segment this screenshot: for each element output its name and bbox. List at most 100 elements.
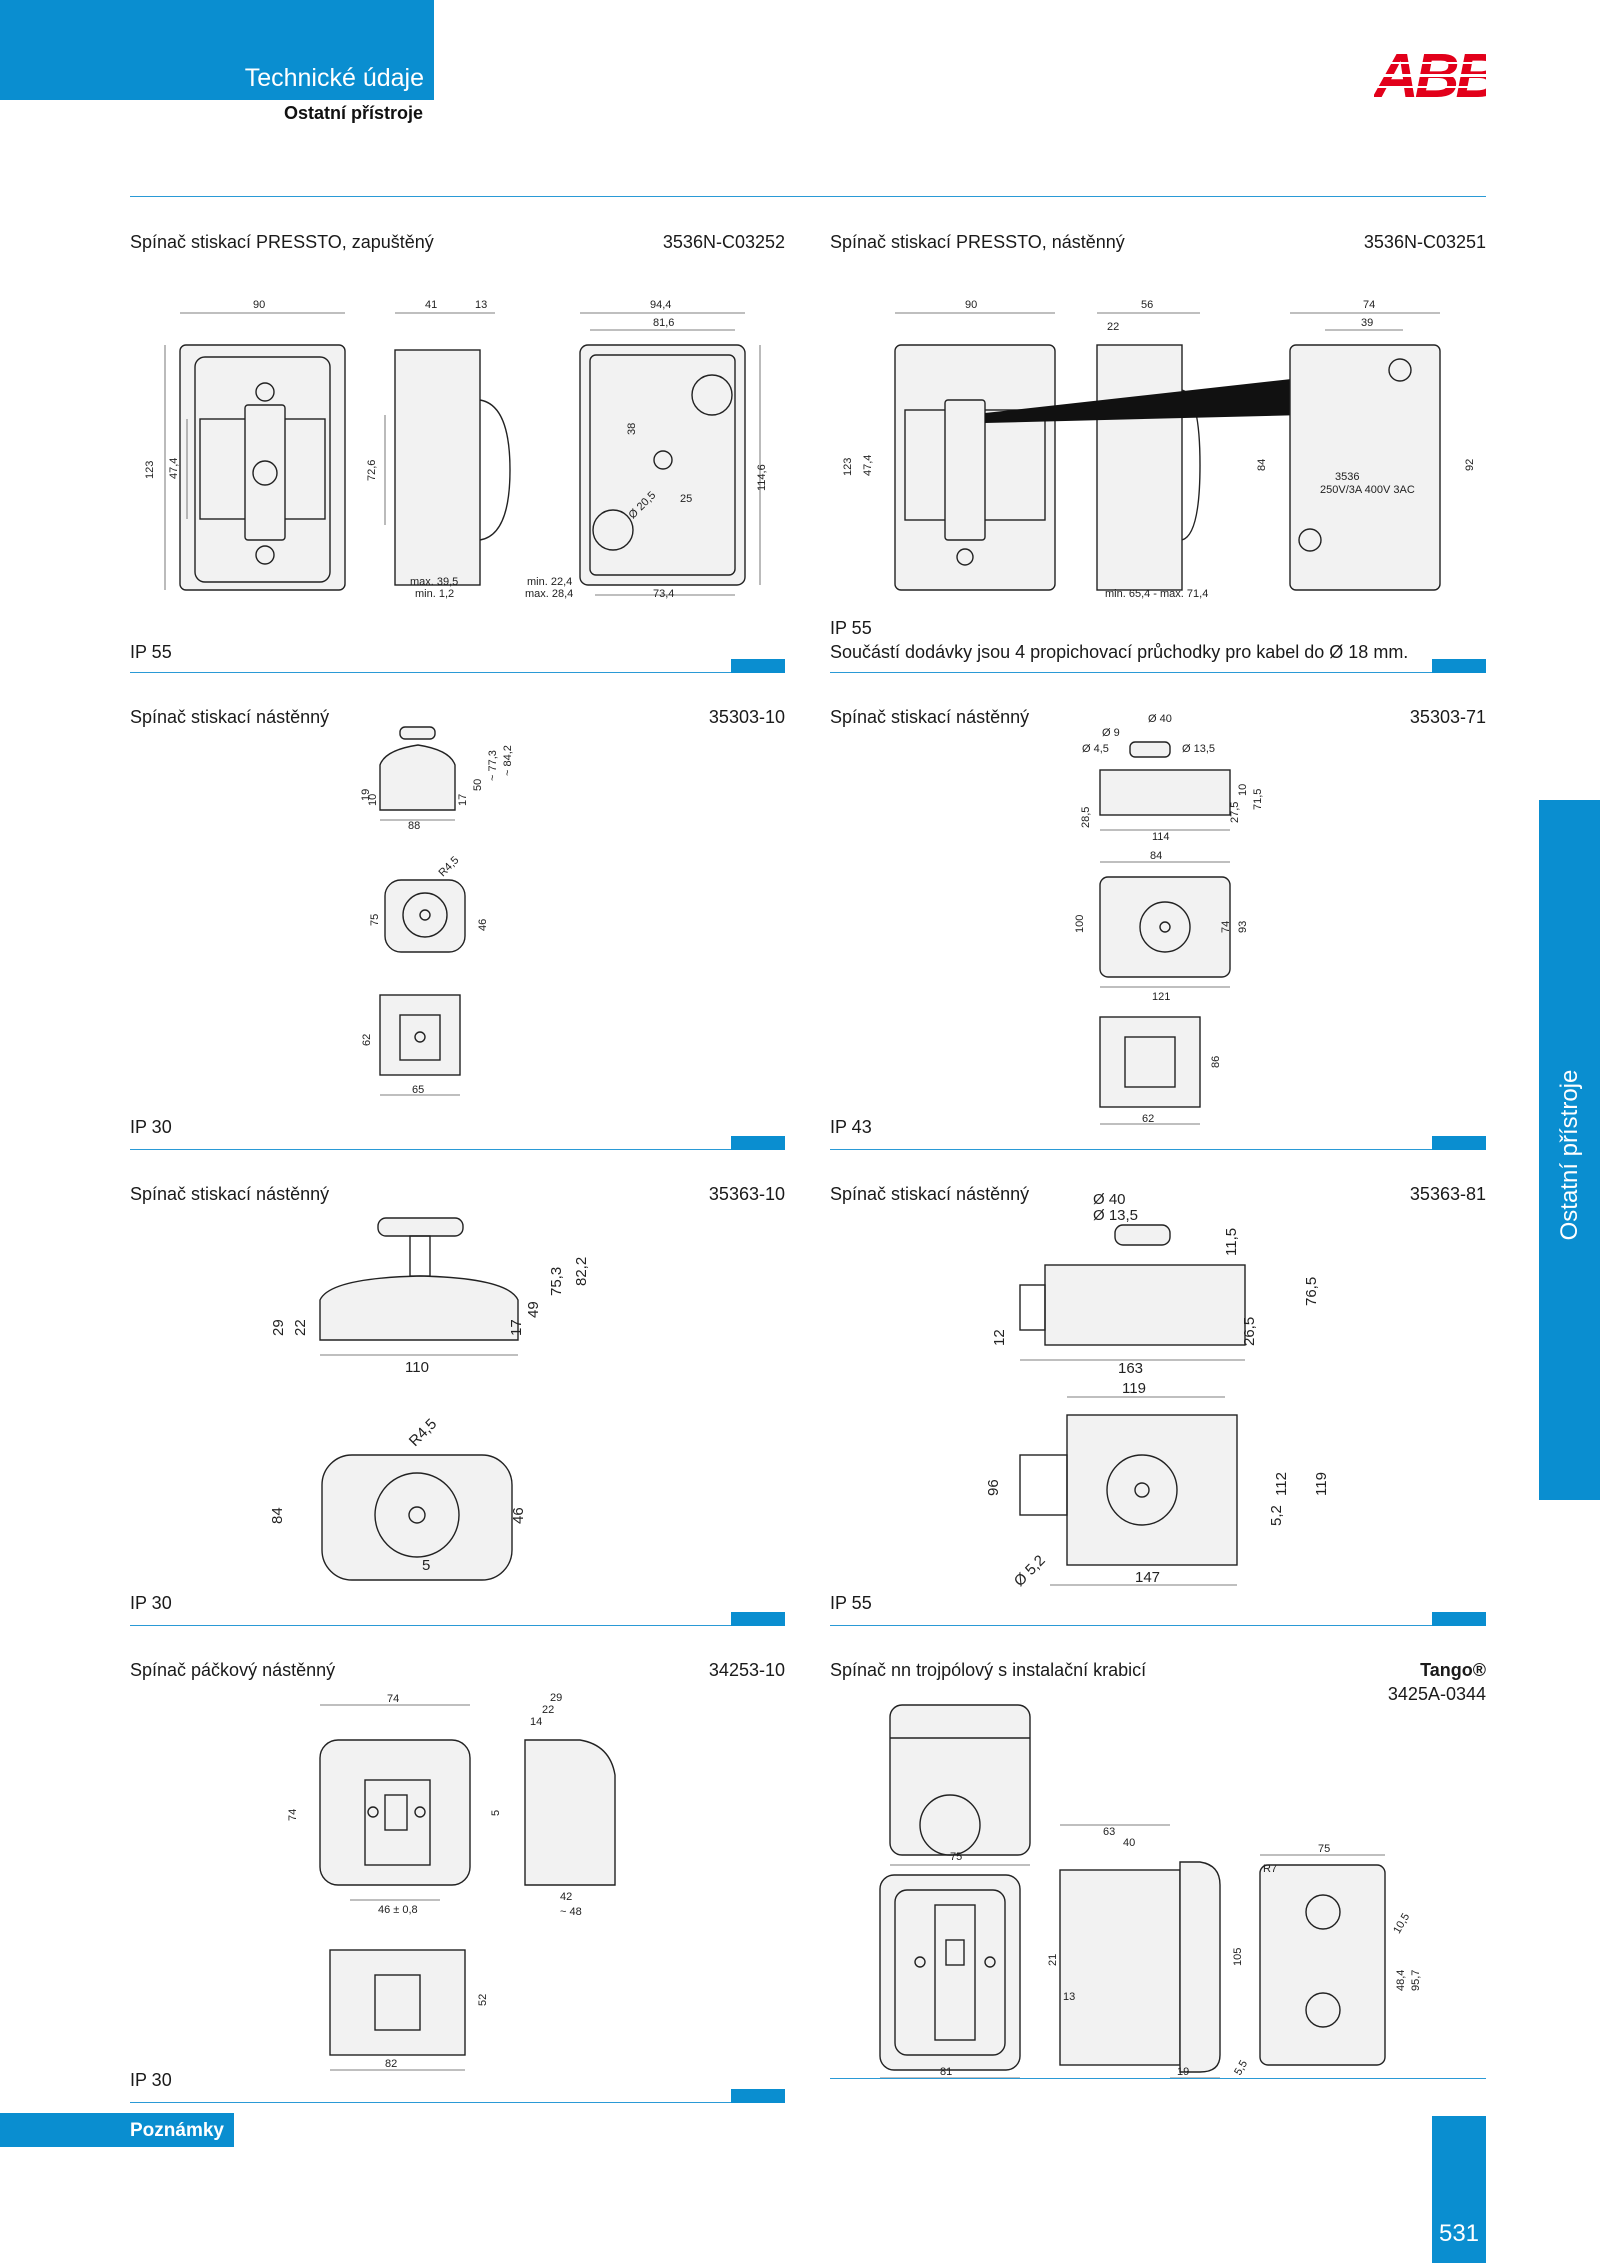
header-rule xyxy=(130,196,1486,197)
product-title: Spínač nn trojpólový s instalační krabic… xyxy=(830,1660,1147,1680)
dim-label: 25 xyxy=(680,493,692,505)
dim-label: 90 xyxy=(253,299,265,311)
dim-label: 10 xyxy=(1237,784,1249,796)
dim-label: 93 xyxy=(1237,921,1249,933)
dim-label: 10 xyxy=(367,794,379,806)
product-code: 3536N-C03251 xyxy=(1363,232,1486,252)
side-tab xyxy=(1539,800,1600,1500)
cell-rule xyxy=(130,1625,785,1626)
product-code: 3425A-0344 xyxy=(1387,1684,1486,1704)
dim-label: 100 xyxy=(1074,915,1086,933)
dim-label: 88 xyxy=(408,820,420,832)
dim-label: 50 xyxy=(472,779,484,791)
product-code: 35363-81 xyxy=(1409,1184,1486,1204)
dim-label: 96 xyxy=(985,1479,1002,1496)
dim-label: max. 39,5 xyxy=(410,576,458,588)
drawing-3425A-0344: 75 81 63 40 21 105 13 19 75 R7 10,5 48,4… xyxy=(879,1704,1422,2079)
dim-label: 123 xyxy=(144,461,156,479)
product-title: Spínač páčkový nástěnný xyxy=(130,1660,336,1680)
dim-label: 13 xyxy=(475,299,487,311)
dim-label: 123 xyxy=(842,458,854,476)
dim-label: 49 xyxy=(525,1301,542,1318)
dim-label: 40 xyxy=(1123,1837,1135,1849)
dim-label: 163 xyxy=(1118,1360,1143,1377)
dim-label: 5 xyxy=(490,1810,502,1816)
dim-label: 65 xyxy=(412,1084,424,1096)
dim-label: 74 xyxy=(387,1693,399,1705)
dim-label: 22 xyxy=(292,1319,309,1336)
product-note: IP 30 xyxy=(130,1117,172,1137)
cell-tab xyxy=(731,1612,785,1626)
product-code: 35363-10 xyxy=(708,1184,785,1204)
dim-label: Ø 40 xyxy=(1093,1191,1126,1208)
dim-label: Ø 5,2 xyxy=(1011,1552,1049,1590)
product-note: IP 30 xyxy=(130,1593,172,1613)
dim-label: 105 xyxy=(1232,1948,1244,1966)
dim-label: 27,5 xyxy=(1229,802,1241,823)
cell-tab xyxy=(1432,659,1486,673)
dim-label: 114 xyxy=(1152,831,1170,843)
cell-tab xyxy=(1432,1612,1486,1626)
product-code: 3536N-C03252 xyxy=(662,232,785,252)
product-title: Spínač stiskací nástěnný xyxy=(830,707,1030,727)
cell-rule xyxy=(830,1625,1486,1626)
side-tab-label: Ostatní přístroje xyxy=(1556,1069,1583,1241)
dim-label: 74 xyxy=(1363,299,1375,311)
dim-label: 52 xyxy=(477,1994,489,2006)
cell-tab xyxy=(731,659,785,673)
dim-label: 3536 xyxy=(1335,471,1359,483)
dim-label: 62 xyxy=(361,1034,373,1046)
dim-label: 10,5 xyxy=(1391,1911,1412,1936)
drawing-35303-10: 88 19 10 17 50 ~ 77,3 ~ 84,2 R4,5 75 46 … xyxy=(360,726,514,1096)
dim-label: 22 xyxy=(1107,321,1119,333)
dim-label: 19 xyxy=(360,789,372,801)
dim-label: 75 xyxy=(950,1851,962,1863)
drawing-35303-71: Ø 40 Ø 9 Ø 4,5 Ø 13,5 114 28,5 27,5 10 7… xyxy=(1074,713,1264,1125)
dim-label: 13 xyxy=(1063,1991,1075,2003)
dim-label: 29 xyxy=(270,1319,287,1336)
dim-label: ~ 48 xyxy=(560,1906,582,1918)
dim-label: 84 xyxy=(1256,459,1268,471)
dim-label: R4,5 xyxy=(437,854,462,879)
dim-label: 75 xyxy=(369,914,381,926)
dim-label: 28,5 xyxy=(1080,807,1092,828)
cell-rule xyxy=(830,672,1486,673)
product-code: 35303-10 xyxy=(708,707,785,727)
dim-label: 5,5 xyxy=(1232,2058,1250,2077)
dim-label: 110 xyxy=(405,1359,429,1376)
product-title: Spínač stiskací nástěnný xyxy=(830,1184,1030,1204)
dim-label: 17 xyxy=(457,794,469,806)
dim-label: min. 22,4 xyxy=(527,576,572,588)
dim-label: 5,2 xyxy=(1268,1505,1285,1526)
dim-label: 95,7 xyxy=(1410,1970,1422,1991)
product-title: Spínač stiskací PRESSTO, nástěnný xyxy=(830,232,1125,252)
product-title: Spínač stiskací nástěnný xyxy=(130,707,330,727)
product-note: IP 55 xyxy=(830,1593,872,1613)
dim-label: min. 1,2 xyxy=(415,588,454,600)
dim-label: 47,4 xyxy=(862,455,874,476)
dim-label: Ø 9 xyxy=(1102,727,1120,739)
abb-logo-mark: ABB xyxy=(1372,42,1503,111)
product-note-extra: Součástí dodávky jsou 4 propichovací prů… xyxy=(830,642,1409,662)
dim-label: 76,5 xyxy=(1303,1277,1320,1306)
dim-label: 56 xyxy=(1141,299,1153,311)
dim-label: Ø 40 xyxy=(1148,713,1172,725)
dim-label: 82 xyxy=(385,2058,397,2070)
dim-label: 17 xyxy=(508,1319,525,1336)
abb-logo: ABB xyxy=(1372,42,1503,111)
dim-label: 5 xyxy=(422,1557,430,1574)
product-note: IP 55 xyxy=(830,618,872,638)
dim-label: Ø 13,5 xyxy=(1093,1207,1138,1224)
product-note: IP 43 xyxy=(830,1117,872,1137)
dim-label: 41 xyxy=(425,299,437,311)
dim-label: 22 xyxy=(542,1704,554,1716)
dim-label: 29 xyxy=(550,1692,562,1704)
dim-label: 74 xyxy=(1220,921,1232,933)
dim-label: 81,6 xyxy=(653,317,674,329)
header-band: Technické údaje xyxy=(0,0,434,100)
dim-label: 72,6 xyxy=(366,460,378,481)
product-note: IP 55 xyxy=(130,642,172,662)
cell-tab xyxy=(1432,1136,1486,1150)
dim-label: 46 ± 0,8 xyxy=(378,1904,418,1916)
dim-label: max. 28,4 xyxy=(525,588,573,600)
